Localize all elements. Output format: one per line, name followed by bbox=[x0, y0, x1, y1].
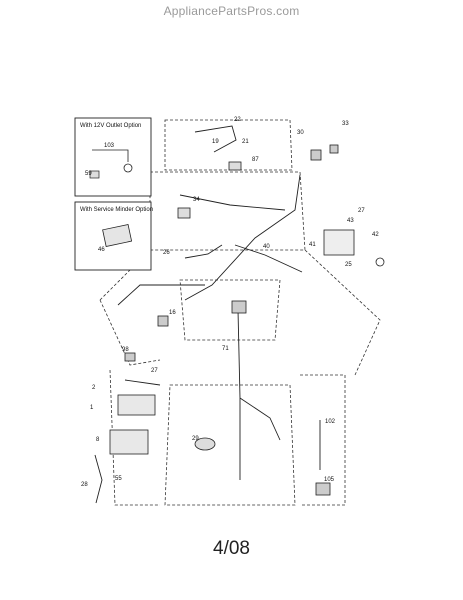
callout-22: 22 bbox=[234, 117, 241, 123]
harness-lines bbox=[94, 125, 321, 504]
callout-27b: 27 bbox=[151, 368, 158, 374]
callout-30: 30 bbox=[297, 130, 304, 136]
parts bbox=[109, 144, 385, 496]
callout-27a: 27 bbox=[358, 208, 365, 214]
callout-103: 103 bbox=[104, 143, 115, 149]
callout-46: 46 bbox=[98, 247, 105, 253]
callout-2: 2 bbox=[92, 385, 96, 391]
callout-29: 29 bbox=[192, 436, 199, 442]
revision-date: 4/08 bbox=[213, 538, 250, 559]
callout-19: 19 bbox=[212, 139, 219, 145]
outlet-inset-title: With 12V Outlet Option bbox=[80, 123, 141, 129]
callout-43: 43 bbox=[347, 218, 354, 224]
callout-40: 40 bbox=[263, 244, 270, 250]
callout-42: 42 bbox=[372, 232, 379, 238]
callout-8: 8 bbox=[96, 437, 100, 443]
callout-34: 34 bbox=[193, 197, 200, 203]
site-watermark: AppliancePartsPros.com bbox=[163, 4, 300, 18]
callout-102: 102 bbox=[325, 419, 336, 425]
callout-59: 59 bbox=[85, 171, 92, 177]
callout-33: 33 bbox=[342, 121, 349, 127]
outlet-option-inset: With 12V Outlet Option bbox=[74, 117, 152, 197]
callout-21: 21 bbox=[242, 139, 249, 145]
callout-25: 25 bbox=[345, 262, 352, 268]
callout-105: 105 bbox=[324, 477, 335, 483]
callout-16: 16 bbox=[169, 310, 176, 316]
callout-41: 41 bbox=[309, 242, 316, 248]
callout-1: 1 bbox=[90, 405, 94, 411]
callout-87: 87 bbox=[252, 157, 259, 163]
callout-55: 55 bbox=[115, 476, 122, 482]
callout-98: 98 bbox=[122, 347, 129, 353]
service-inset-title: With Service Minder Option bbox=[80, 207, 153, 213]
service-minder-inset: With Service Minder Option bbox=[74, 201, 153, 271]
callout-26: 26 bbox=[163, 250, 170, 256]
callout-labels: 22 19 21 87 30 33 103 59 34 27 43 41 42 … bbox=[81, 117, 379, 488]
callout-28: 28 bbox=[81, 482, 88, 488]
callout-71: 71 bbox=[222, 346, 229, 352]
tractor-outline bbox=[99, 119, 381, 506]
